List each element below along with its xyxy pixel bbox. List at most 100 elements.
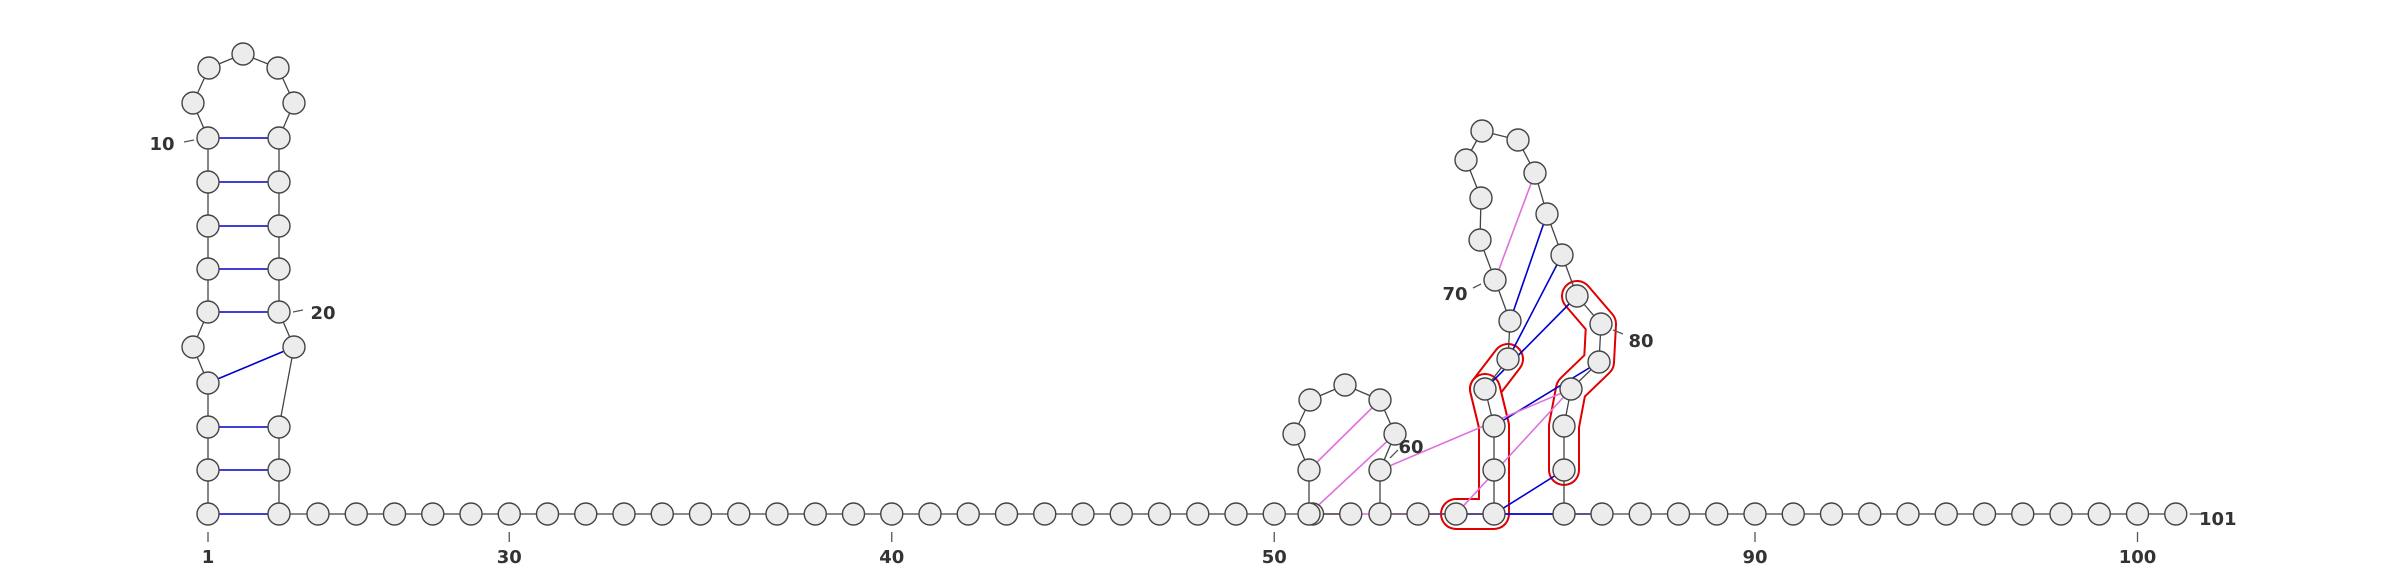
position-tick	[183, 139, 195, 143]
nucleotide	[181, 91, 205, 115]
nucleotide	[181, 335, 205, 359]
backbone-segment	[278, 346, 295, 428]
nucleotide	[1506, 128, 1530, 152]
nucleotide	[267, 257, 291, 281]
position-tick	[292, 309, 304, 313]
nucleotide	[196, 300, 220, 324]
nucleotide	[282, 335, 306, 359]
nucleotide	[1282, 422, 1306, 446]
nucleotide	[196, 371, 220, 395]
position-tick	[1472, 283, 1482, 289]
position-label: 80	[1628, 331, 1653, 352]
nucleotide	[1498, 309, 1522, 333]
nucleotide	[1590, 502, 1614, 526]
nucleotide	[197, 56, 221, 80]
nucleotide	[574, 502, 598, 526]
nucleotide	[1552, 502, 1576, 526]
canonical-base-pair	[1493, 361, 1600, 427]
position-label: 50	[1262, 547, 1287, 567]
nucleotide	[196, 502, 220, 526]
nucleotide	[612, 502, 636, 526]
nucleotide	[1628, 502, 1652, 526]
nucleotide	[1535, 202, 1559, 226]
nucleotide	[267, 502, 291, 526]
nucleotide	[1297, 502, 1321, 526]
position-tick	[1389, 449, 1399, 459]
nucleotide	[1333, 373, 1357, 397]
nucleotide	[803, 502, 827, 526]
base-pair-layer	[207, 137, 1602, 515]
noncanonical-base-pair	[1379, 388, 1572, 471]
nucleotide	[196, 415, 220, 439]
nucleotide	[196, 214, 220, 238]
position-tick	[1612, 329, 1624, 335]
canonical-base-pair	[207, 346, 295, 384]
nucleotide	[1482, 414, 1506, 438]
nucleotide	[1559, 377, 1583, 401]
nucleotide	[2125, 502, 2150, 526]
nucleotide	[1186, 502, 1210, 526]
nucleotide	[1147, 502, 1172, 526]
canonical-base-pair	[1507, 254, 1563, 360]
nucleotide	[266, 56, 290, 80]
nucleotide	[459, 502, 483, 526]
nucleotide	[650, 502, 674, 526]
nucleotide	[1781, 502, 1805, 526]
nucleotide	[1666, 502, 1691, 526]
nucleotide	[1470, 119, 1494, 143]
position-label: 90	[1742, 547, 1767, 567]
nucleotide	[267, 300, 291, 324]
nucleotide	[282, 91, 306, 115]
nucleotide	[1483, 268, 1507, 292]
nucleotide	[688, 502, 713, 526]
nucleotide	[2164, 502, 2188, 526]
nucleotide	[267, 458, 291, 482]
nucleotide	[196, 458, 220, 482]
nucleotide	[1552, 458, 1576, 482]
nucleotide	[1297, 458, 1321, 482]
nucleotide	[1858, 502, 1882, 526]
nucleotide	[1262, 502, 1286, 526]
nucleotide	[1368, 388, 1392, 412]
noncanonical-base-pair	[1308, 399, 1381, 471]
nucleotide	[1482, 458, 1506, 482]
nucleotide	[1224, 502, 1248, 526]
position-label: 10	[149, 134, 174, 155]
nucleotide	[344, 502, 368, 526]
nucleotide	[1468, 228, 1492, 252]
nucleotide	[1896, 502, 1920, 526]
nucleotide	[1934, 502, 1958, 526]
nucleotide	[727, 502, 751, 526]
nucleotide	[267, 415, 291, 439]
nucleotide-layer	[181, 42, 2188, 526]
position-label: 40	[879, 547, 904, 567]
position-label: 30	[497, 547, 522, 567]
nucleotide	[841, 502, 866, 526]
nucleotide	[1550, 243, 1574, 267]
nucleotide	[231, 42, 255, 66]
nucleotide	[2087, 502, 2111, 526]
nucleotide	[382, 502, 407, 526]
nucleotide	[306, 502, 330, 526]
nucleotide	[1339, 502, 1363, 526]
canonical-base-pair	[1484, 295, 1578, 390]
nucleotide	[2011, 502, 2035, 526]
position-label: 60	[1398, 437, 1423, 458]
nucleotide	[196, 170, 220, 194]
nucleotide	[1469, 186, 1493, 210]
nucleotide	[1565, 284, 1589, 308]
position-label: 100	[2119, 547, 2157, 567]
nucleotide	[1406, 502, 1430, 526]
nucleotide	[196, 126, 220, 150]
nucleotide	[1473, 377, 1497, 401]
nucleotide	[1743, 502, 1767, 526]
position-label: 101	[2199, 509, 2237, 530]
nucleotide	[1368, 502, 1392, 526]
noncanonical-base-pair	[1308, 433, 1396, 515]
nucleotide	[1589, 312, 1613, 336]
nucleotide	[1552, 414, 1576, 438]
nucleotide	[1444, 502, 1468, 526]
noncanonical-base-pair	[1494, 172, 1536, 281]
nucleotide	[497, 502, 521, 526]
